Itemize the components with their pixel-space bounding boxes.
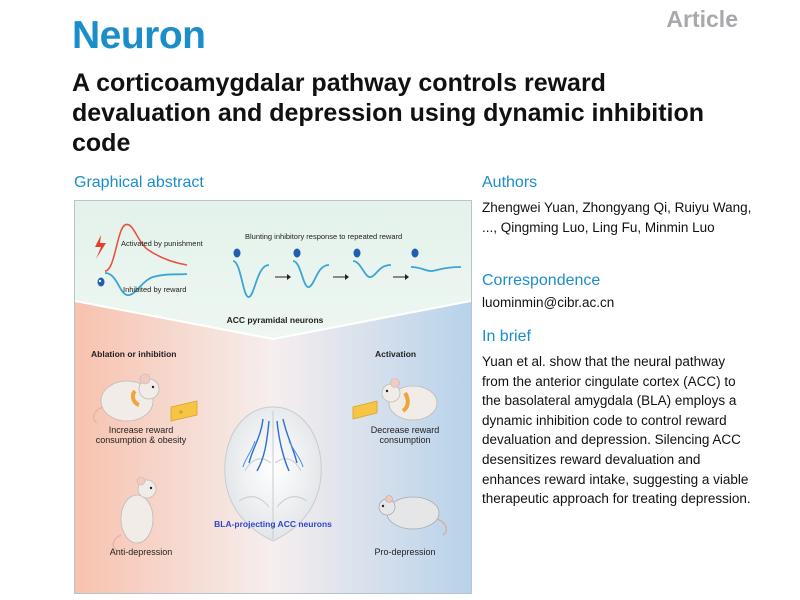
graphical-abstract-figure: Activated by punishment Inhibited by rew… [74,200,472,594]
in-brief-heading: In brief [482,328,531,345]
correspondence-email[interactable]: luominmin@cibr.ac.cn [482,295,615,310]
mouse-obese-icon [92,373,160,424]
blunting-label: Blunting inhibitory response to repeated… [245,232,403,241]
mouse-hunched-icon [378,495,448,536]
brain-illustration [224,406,322,542]
paper-title: A corticoamygdalar pathway controls rewa… [72,69,705,157]
lightning-icon [95,235,106,259]
graphical-abstract-art [75,201,471,593]
repeated-reward-traces [232,248,462,298]
pro-depression-label: Pro-depression [374,547,436,557]
cheese-icon [352,400,378,420]
neurons-label: ACC pyramidal neurons [226,315,324,325]
activation-label: Activation [375,349,417,359]
reward-drop-icon [97,277,105,287]
decrease-label: Decrease reward consumption [370,425,440,445]
in-brief-text: Yuan et al. show that the neural pathway… [482,354,751,507]
authors-heading: Authors [482,174,538,191]
journal-name: Neuron [72,14,206,57]
activated-label: Activated by punishment [121,239,203,248]
article-type-label: Article [666,6,738,32]
ablation-label: Ablation or inhibition [91,349,177,359]
increase-label: Increase reward consumption & obesity [95,425,187,445]
cheese-icon [170,400,198,422]
graphical-abstract-heading: Graphical abstract [74,174,204,191]
inhibited-label: Inhibited by reward [123,285,187,294]
mouse-standing-icon [112,476,157,552]
author-list: Zhengwei Yuan, Zhongyang Qi, Ruiyu Wang,… [482,200,752,235]
correspondence-heading: Correspondence [482,272,601,289]
anti-depression-label: Anti-depression [109,547,173,557]
mouse-activation-icon [381,378,438,421]
bla-neurons-label: BLA-projecting ACC neurons [214,519,332,529]
